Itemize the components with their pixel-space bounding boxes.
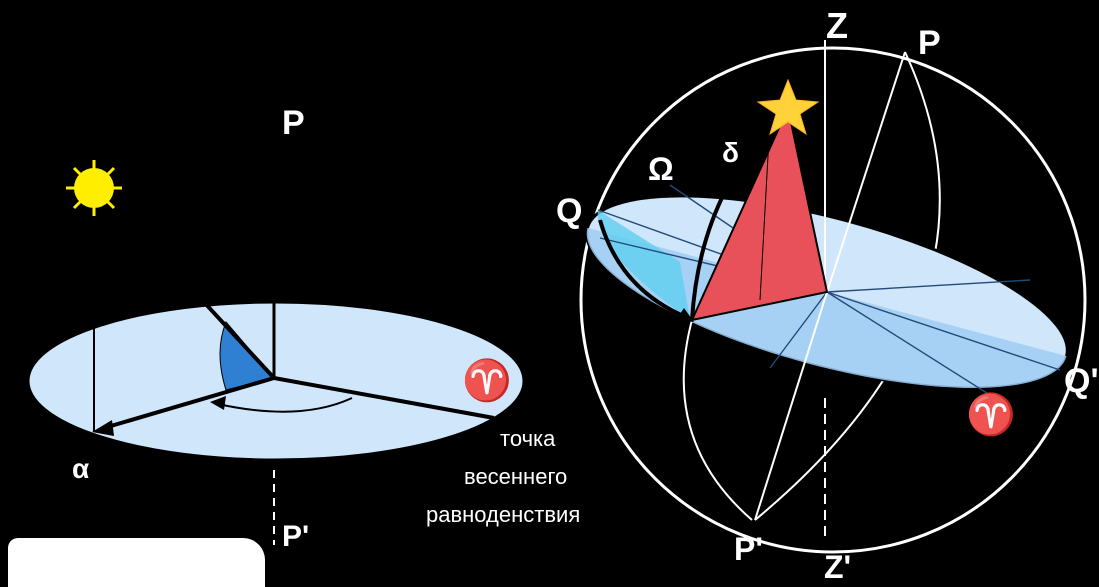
celestial-sphere (579, 46, 1087, 554)
right-equator-front-shade (586, 227, 1067, 389)
right-pole-north-label: P (918, 24, 941, 62)
right-diagram: Z Z' P P' Q Q' Ω δ t α ♈ (556, 5, 1099, 585)
aries-vector (273, 376, 495, 420)
right-polar-axis-lower (754, 291, 828, 521)
alpha-arc-arrow (712, 344, 728, 358)
hour-angle-arrow (676, 308, 694, 322)
libra-label: Ω (648, 151, 674, 187)
sun-icon (66, 160, 122, 216)
right-delta-label: δ (722, 137, 739, 168)
nadir-label: Z' (824, 549, 851, 585)
vernal-equinox-caption-3: равноденствия (426, 502, 580, 527)
alpha-vector (103, 376, 275, 430)
blank-white-panel (8, 538, 265, 587)
vernal-equinox-caption-2: весеннего (464, 464, 567, 489)
left-pole-south-label: P' (282, 520, 309, 553)
declination-arc (690, 106, 790, 321)
right-polar-axis (826, 51, 906, 293)
right-pole-south-label: P' (734, 531, 763, 567)
left-pole-north-label: P (282, 104, 305, 142)
star-icon (756, 78, 820, 136)
sun-vector (106, 196, 276, 380)
right-alpha-label: α (736, 357, 753, 388)
vernal-equinox-caption-1: точка (500, 426, 556, 451)
left-diagram: P P' δ α ♈ точка весеннего равноденствия (26, 104, 580, 553)
triangle-inner-line (759, 119, 771, 301)
zenith-label: Z (826, 5, 848, 46)
right-aries-label: ♈ (966, 391, 1016, 437)
right-ascension-arc-arrow (210, 396, 226, 410)
q-left-label: Q (556, 192, 582, 230)
q-right-label: Q' (1064, 362, 1099, 400)
right-equator-left-cap (597, 210, 690, 320)
right-ascension-arc (217, 397, 353, 413)
left-equator-plane (26, 300, 526, 462)
hour-circle-front (682, 319, 753, 521)
left-delta-label: δ (208, 272, 224, 302)
t-label: t (612, 282, 623, 320)
left-alpha-label: α (72, 453, 89, 484)
left-aries-label: ♈ (462, 357, 512, 403)
hour-angle-arc (598, 219, 689, 320)
declination-triangle (690, 104, 829, 322)
alpha-vector-arrowhead (92, 420, 114, 436)
